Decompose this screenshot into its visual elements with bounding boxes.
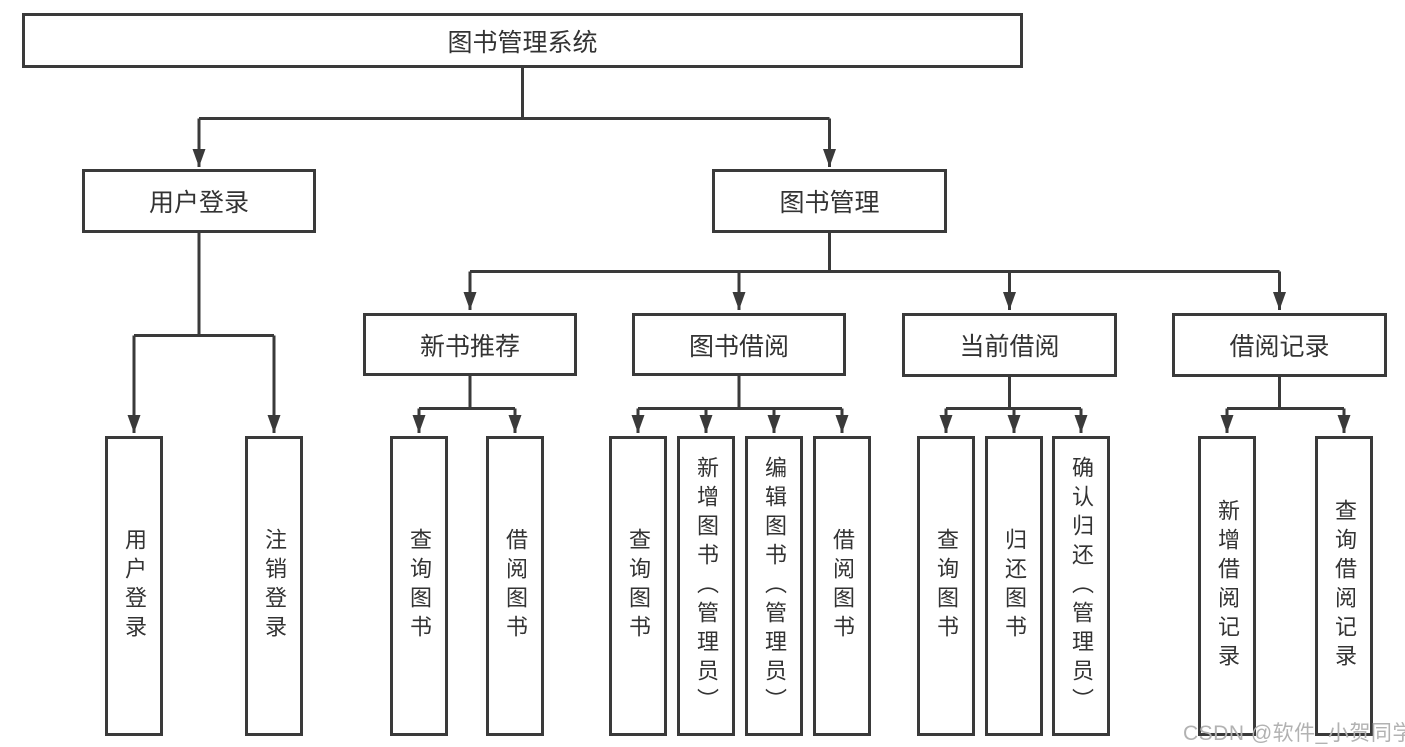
node-book-borrowing: 图书借阅 (632, 313, 846, 376)
node-leaf-logout: 注销登录 (245, 436, 303, 736)
node-leaf-user-login: 用户登录 (105, 436, 163, 736)
node-leaf-borrow-books-borrowing: 借阅图书 (813, 436, 871, 736)
node-leaf-query-borrow-record: 查询借阅记录 (1315, 436, 1373, 736)
node-leaf-borrow-books-recommend: 借阅图书 (486, 436, 544, 736)
node-leaf-query-books-current: 查询图书 (917, 436, 975, 736)
node-book-management: 图书管理 (712, 169, 947, 233)
node-current-borrowing: 当前借阅 (902, 313, 1117, 377)
node-leaf-query-books-recommend: 查询图书 (390, 436, 448, 736)
node-leaf-add-borrow-record: 新增借阅记录 (1198, 436, 1256, 736)
node-leaf-edit-books-admin: 编辑图书（管理员） (745, 436, 803, 736)
node-new-book-recommend: 新书推荐 (363, 313, 577, 376)
node-library-system: 图书管理系统 (22, 13, 1023, 68)
node-leaf-query-books-borrowing: 查询图书 (609, 436, 667, 736)
watermark: CSDN @软件_小贺同学 (1183, 722, 1405, 745)
node-user-login: 用户登录 (82, 169, 316, 233)
node-leaf-confirm-return-admin: 确认归还（管理员） (1052, 436, 1110, 736)
node-leaf-add-books-admin: 新增图书（管理员） (677, 436, 735, 736)
node-leaf-return-books: 归还图书 (985, 436, 1043, 736)
node-borrowing-records: 借阅记录 (1172, 313, 1387, 377)
